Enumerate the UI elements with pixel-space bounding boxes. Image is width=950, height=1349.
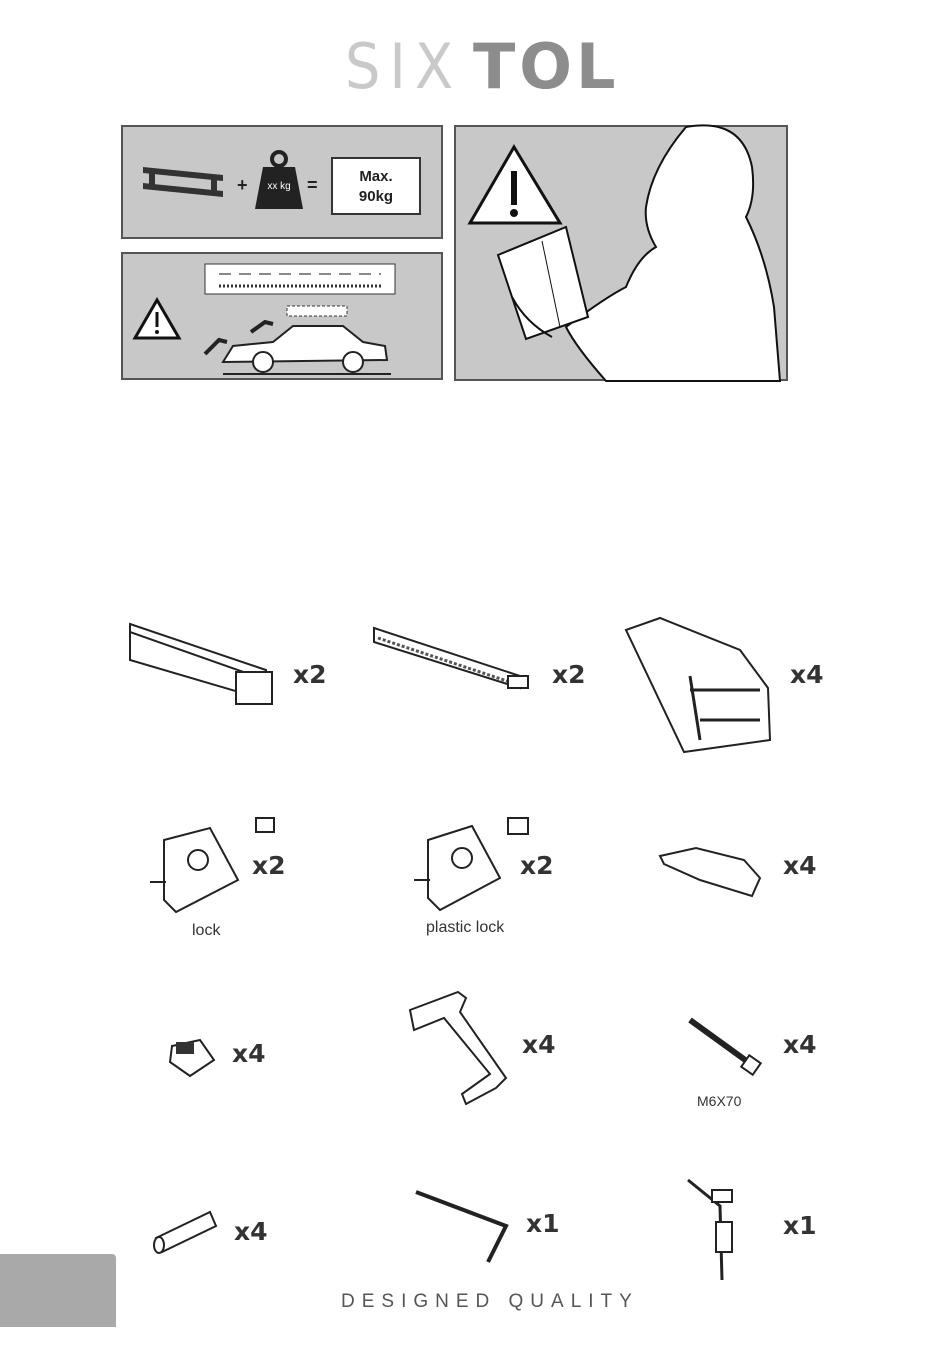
rubber-strip-icon (374, 628, 528, 688)
bracket-quantity: x4 (522, 1030, 556, 1059)
allen-key-icon (416, 1192, 506, 1262)
end-cap-lock-quantity: x2 (252, 851, 286, 880)
keys-icon (688, 1180, 732, 1280)
keys-quantity: x1 (783, 1211, 817, 1240)
pin-quantity: x4 (234, 1217, 268, 1246)
clip-quantity: x4 (232, 1039, 266, 1068)
foot-icon (626, 618, 770, 752)
clip-icon (170, 1040, 214, 1076)
end-cap-plastic-icon (414, 818, 528, 910)
page-tab (0, 1254, 116, 1327)
pad-quantity: x4 (783, 851, 817, 880)
bar-rubber-quantity: x2 (552, 660, 586, 689)
bar-long-quantity: x2 (293, 660, 327, 689)
pad-icon (660, 848, 760, 896)
end-cap-lock-caption: lock (192, 922, 220, 940)
tagline: DESIGNED QUALITY (341, 1291, 639, 1313)
foot-quantity: x4 (790, 660, 824, 689)
long-bar-icon (130, 624, 272, 704)
end-cap-plastic-quantity: x2 (520, 851, 554, 880)
bracket-icon (410, 992, 506, 1104)
bolt-icon (690, 1020, 761, 1075)
pin-icon (154, 1212, 216, 1253)
bolt-quantity: x4 (783, 1030, 817, 1059)
bolt-caption: M6X70 (697, 1093, 741, 1109)
allen-key-quantity: x1 (526, 1209, 560, 1238)
end-cap-plastic-caption: plastic lock (426, 919, 504, 937)
